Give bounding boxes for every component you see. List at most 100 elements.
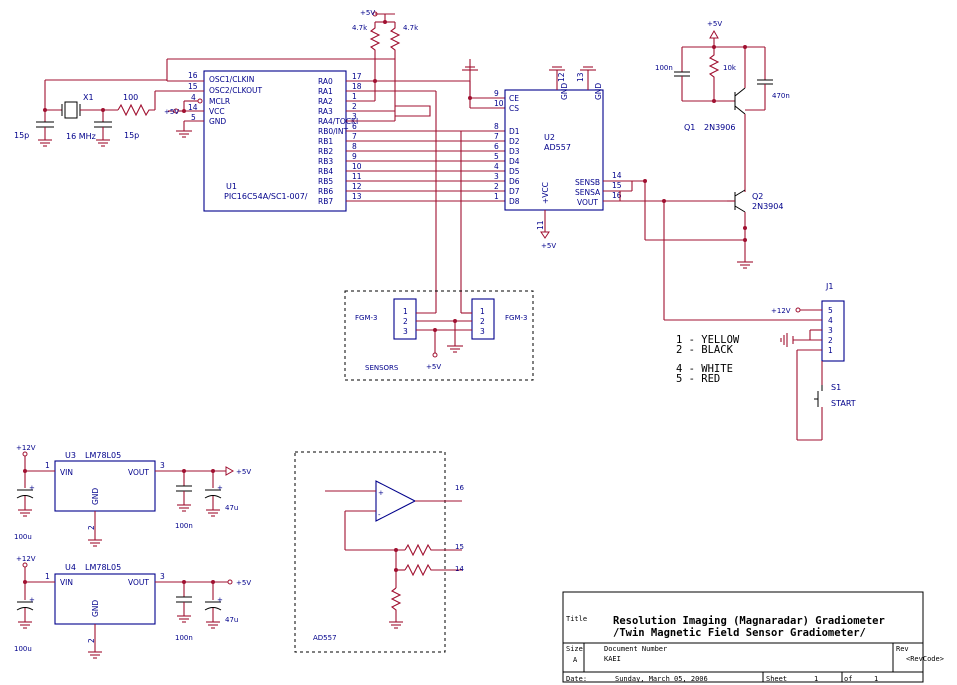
u1-right-wiring (346, 59, 505, 313)
u3-in-power-label: +12V (16, 444, 36, 452)
u2-pin-num: 9 (494, 89, 499, 98)
u4-vin: VIN (60, 578, 73, 587)
fgm2-pin: 2 (480, 317, 485, 326)
legend-line: 4 - WHITE (676, 363, 733, 375)
u1-pin-num: 8 (352, 142, 357, 151)
u4-cout2-plus: + (217, 596, 223, 604)
u4-pin2: 2 (87, 638, 96, 643)
sensors-label: SENSORS (365, 364, 399, 372)
u2-pin-num: 13 (576, 72, 585, 82)
u1-pin-name: GND (209, 117, 226, 126)
u2-pin-name: D3 (509, 147, 520, 156)
u2-power-wiring: +5V (540, 66, 800, 321)
u1-pin-name: VCC (209, 107, 225, 116)
u2-pin-num: 1 (494, 192, 499, 201)
title-line-1: Resolution Imaging (Magnaradar) Gradiome… (613, 615, 885, 627)
docnum-value: KAEI (604, 655, 621, 663)
u1-name: PIC16C54A/SC1-007/ (224, 192, 308, 201)
j1-connector[interactable]: J1 5 4 3 2 1 +12V (771, 282, 845, 441)
u2-ad557-dac[interactable]: U2 AD557 CE9CS10D18D27D36D45D54D63D72D81… (494, 72, 622, 230)
u4-pin1: 1 (45, 572, 50, 581)
u4-vout: VOUT (128, 578, 149, 587)
u3-gnd: GND (91, 488, 100, 505)
fgm1-label: FGM-3 (355, 314, 377, 322)
u2-pin-name: SENSA (575, 188, 601, 197)
r-pull2-value: 4.7k (403, 24, 419, 32)
u3-regulator[interactable]: U3 LM78L05 VIN VOUT GND 1 3 2 +5V +12V +… (14, 444, 251, 547)
s1-label: START (831, 399, 856, 408)
c-q1b-value: 470n (772, 92, 790, 100)
u3-ref: U3 (65, 451, 76, 460)
u1-pin-num: 16 (188, 71, 198, 80)
u1-left-wiring: +5V (44, 58, 395, 138)
capacitor-osc-2[interactable]: 15p (94, 110, 139, 147)
sheet-value: 1 (814, 675, 818, 683)
u1-pic-microcontroller[interactable]: U1 PIC16C54A/SC1-007/ OSC1/CLKIN OSC2/CL… (188, 70, 362, 212)
u1-pin-name: RB0/INT (318, 127, 348, 136)
u2-pin-name: GND (560, 83, 569, 100)
q2-part: 2N3904 (752, 202, 783, 211)
q1-transistor[interactable]: Q1 2N3906 (684, 47, 746, 192)
ad557-internal-block[interactable]: + - 16 15 14 AD557 (294, 451, 464, 653)
u1-pin-name: RA4/TOCKI (318, 117, 358, 126)
u4-cin-value: 100u (14, 645, 32, 653)
opamp-minus: - (378, 511, 381, 519)
u2-pin-num: 4 (494, 162, 499, 171)
u1-pin-num: 15 (188, 82, 198, 91)
j1-pin: 3 (828, 326, 833, 335)
u1-pin-name: RA1 (318, 87, 333, 96)
u1-pin-num: 4 (191, 93, 196, 102)
u1-pin-name: RB5 (318, 177, 333, 186)
q1-ref: Q1 (684, 123, 695, 132)
u2-pin-num: 5 (494, 152, 499, 161)
u2-pin-name: D7 (509, 187, 520, 196)
u4-regulator[interactable]: U4 LM78L05 VIN VOUT GND 1 3 2 +5V +12V +… (14, 555, 251, 659)
u3-vin: VIN (60, 468, 73, 477)
q1-bias-network[interactable]: +5V 100n 10k 470n (655, 20, 790, 111)
c-osc2-value: 15p (124, 131, 139, 140)
u2-pin-num: 10 (494, 99, 504, 108)
u4-cout1-value: 100n (175, 634, 193, 642)
u2-pin-num: 11 (536, 220, 545, 230)
title-block: Title Resolution Imaging (Magnaradar) Gr… (562, 591, 944, 683)
q2-transistor[interactable]: Q2 2N3904 (727, 189, 783, 269)
u3-vout: VOUT (128, 468, 149, 477)
sensors-block[interactable]: FGM-3 FGM-3 1 2 3 1 2 3 SENSORS +5V (344, 290, 534, 381)
sense-b-pin: 15 (455, 543, 464, 551)
u1-pin-num: 10 (352, 162, 362, 171)
u1-pin-name: RB3 (318, 157, 333, 166)
u1-pin-num: 5 (191, 113, 196, 122)
u3-pin2: 2 (87, 525, 96, 530)
u1-ref: U1 (226, 182, 237, 191)
legend-line: 2 - BLACK (676, 344, 734, 356)
title-line-2: /Twin Magnetic Field Sensor Gradiometer/ (613, 627, 866, 639)
fgm1-pin: 3 (403, 327, 408, 336)
crystal-x1[interactable]: X1 16 MHz (43, 93, 118, 141)
capacitor-osc-1[interactable]: 15p (14, 110, 54, 147)
u3-cin-plus: + (29, 484, 35, 492)
u1-pin-name: RB4 (318, 167, 333, 176)
u3-pin3: 3 (160, 461, 165, 470)
u2-pin-name: D2 (509, 137, 520, 146)
u4-pin3: 3 (160, 572, 165, 581)
fgm2-label: FGM-3 (505, 314, 527, 322)
ad557-block-label: AD557 (313, 634, 337, 642)
u2-pin-name: D5 (509, 167, 520, 176)
rev-value: <RevCode> (906, 655, 944, 663)
opamp-out-pin: 16 (455, 484, 464, 492)
u2-pin-num: 3 (494, 172, 499, 181)
s1-start-button[interactable]: S1 START (814, 361, 856, 440)
u1-pin-num: 7 (352, 132, 357, 141)
u1-pin-num: 6 (352, 122, 357, 131)
c-q1a-value: 100n (655, 64, 673, 72)
pullup-resistors[interactable]: +5V 4.7k 4.7k (352, 9, 419, 88)
u1-pin-name: MCLR (209, 97, 230, 106)
u3-cin-value: 100u (14, 533, 32, 541)
u1-pin-num: 1 (352, 92, 357, 101)
u1-pin-name: RA2 (318, 97, 333, 106)
u2-pin-name: D6 (509, 177, 520, 186)
r-osc-value: 100 (123, 93, 138, 102)
of-value: 1 (874, 675, 878, 683)
resistor-osc[interactable]: 100 (117, 93, 155, 117)
